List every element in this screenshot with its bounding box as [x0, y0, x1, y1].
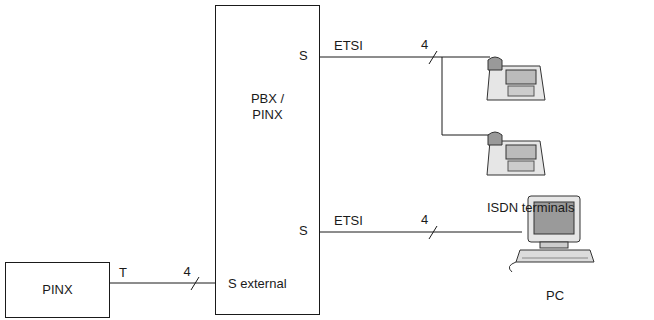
node-title: PINX [42, 282, 72, 298]
text-holder: PINX [6, 282, 109, 298]
text-holder: PBX / PINX [216, 91, 319, 123]
terminal-caption: PC [546, 288, 564, 303]
wire-count: 4 [183, 264, 190, 279]
interface-label: ETSI [334, 213, 363, 228]
node-title: PBX / PINX [243, 91, 293, 123]
phone-icon [487, 132, 545, 175]
terminal-caption: ISDN terminals [487, 200, 574, 215]
interface-label: ETSI [334, 38, 363, 53]
pinx-box: PINX [5, 262, 110, 318]
port-label: T [119, 265, 127, 280]
wire-count: 4 [421, 212, 428, 227]
connector [110, 283, 215, 284]
port-label: S [299, 223, 308, 238]
port-label: S external [228, 276, 287, 291]
port-label: S [299, 48, 308, 63]
wire-count: 4 [421, 37, 428, 52]
phone-icon [487, 57, 545, 100]
